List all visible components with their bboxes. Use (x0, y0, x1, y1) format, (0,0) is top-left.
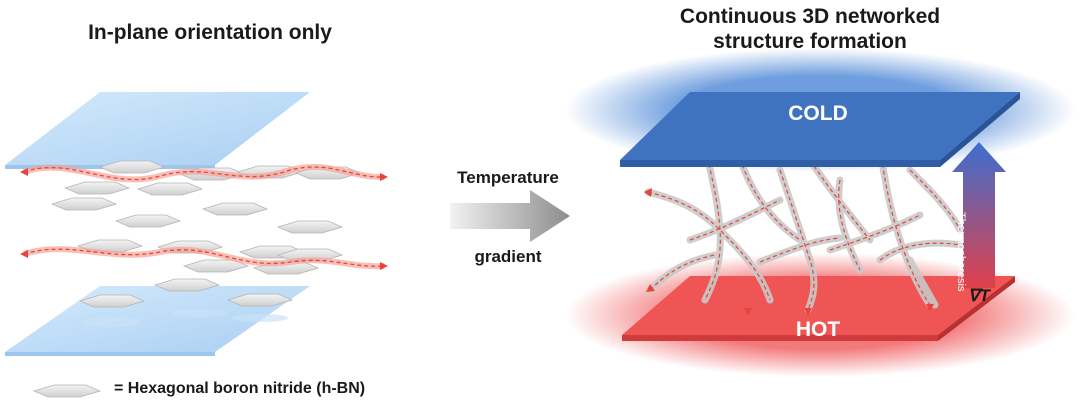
cold-plate (620, 92, 1020, 160)
hbn-flake (276, 220, 344, 234)
hbn-flake (63, 181, 131, 195)
arrow-label-top: Temperature (457, 168, 559, 187)
left-panel-title: In-plane orientation only (88, 21, 332, 44)
right-title-line2: structure formation (713, 30, 907, 53)
arrow-label-bottom: gradient (474, 247, 542, 266)
hbn-flake (153, 278, 221, 292)
hbn-flake (50, 197, 118, 211)
hbn-flake (78, 294, 146, 308)
right-panel-title: Continuous 3D networked structure format… (640, 4, 980, 54)
hbn-flake (98, 160, 166, 174)
legend-text: = Hexagonal boron nitride (h-BN) (114, 380, 366, 397)
temperature-gradient-symbol: ∇T (968, 286, 990, 305)
hbn-flakes-left (50, 160, 362, 308)
right-panel (565, 48, 1075, 377)
hot-plate (622, 276, 1015, 335)
hbn-flake (136, 182, 204, 196)
thermophoresis-arrow (952, 142, 1006, 288)
left-panel (5, 92, 388, 356)
top-plate (5, 92, 310, 165)
legend-hbn-icon (32, 384, 102, 398)
temperature-gradient-arrow (450, 190, 570, 242)
right-title-line1: Continuous 3D networked (679, 5, 941, 28)
hbn-flake (182, 259, 250, 273)
heat-paths-left (20, 164, 388, 270)
hbn-network (644, 146, 964, 316)
hbn-flake (201, 202, 269, 216)
cold-label: COLD (788, 102, 848, 125)
hbn-flake (226, 293, 294, 307)
thermophoresis-label: Thermophoresis (955, 212, 967, 292)
hbn-flake (114, 214, 182, 228)
hot-label: HOT (795, 318, 841, 341)
